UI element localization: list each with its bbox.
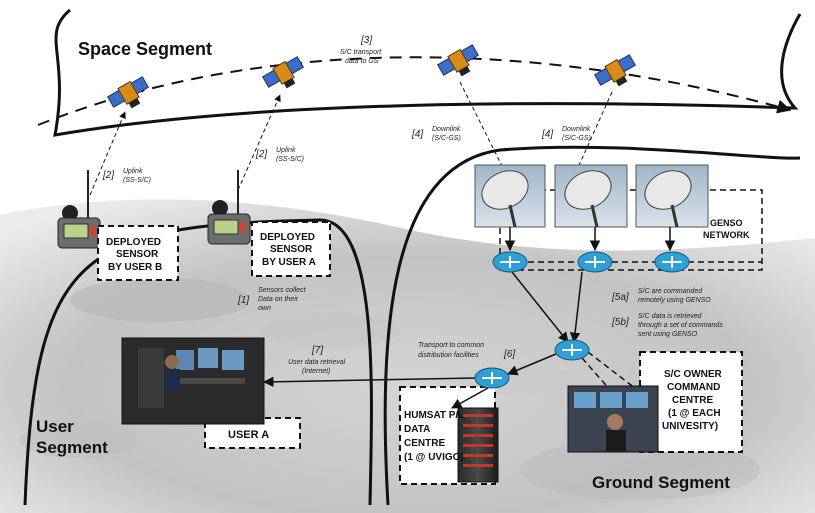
step-5a-note-line1: S/C are commanded	[638, 288, 703, 295]
humsat-label-line1: HUMSAT P/L	[404, 410, 464, 421]
step-5b-note-line1: S/C data is retrieved	[638, 313, 703, 320]
network-links	[262, 227, 676, 409]
space-segment-boundary	[53, 8, 802, 137]
humsat-label-line4: (1 @ UVIGO)	[404, 452, 464, 463]
step-6-number: [6]	[503, 349, 515, 360]
step-2a-note-line2: (SS-S/C)	[276, 156, 304, 163]
step-5b-number: [5b]	[611, 317, 629, 328]
step-7-note-line1: User data retrieval	[288, 359, 346, 366]
step-4a-number: [4]	[411, 129, 423, 140]
step-1-note-line3: own	[258, 305, 271, 312]
router-3	[654, 251, 690, 273]
step-3-note-line1: S/C transport	[340, 49, 382, 56]
network-dashed-links	[528, 261, 762, 393]
step-1-note-line1: Sensors collect	[258, 287, 307, 294]
satellite-2	[261, 56, 305, 89]
owner-label-line2: COMMAND	[667, 382, 720, 393]
sensor-a-label-line1: DEPLOYED	[260, 232, 315, 243]
step-5a-note-line2: remotely using GENSO	[638, 297, 711, 304]
step-6-note-line1: Transport to common	[418, 342, 484, 349]
step-3-number: [3]	[360, 35, 372, 46]
step-2b-note-line1: Uplink	[123, 168, 143, 175]
genso-label-line1: GENSO	[710, 218, 743, 228]
step-1-note-line2: Data on their	[258, 296, 299, 303]
dish-antenna-1	[474, 164, 546, 228]
owner-label-line3: CENTRE	[672, 395, 713, 406]
sensor-b-box	[97, 225, 179, 281]
step-7-number: [7]	[311, 345, 323, 356]
satellite-4	[593, 54, 637, 87]
downlink-arrow-2	[575, 91, 613, 173]
step-4a-note-line2: (S/C-GS)	[432, 135, 461, 142]
satellite-3	[436, 44, 480, 77]
uplink-arrow-b	[89, 111, 126, 196]
owner-command-centre-photo	[567, 385, 659, 453]
step-2a-note-line1: Uplink	[276, 147, 296, 154]
router-hub	[554, 339, 590, 361]
user-segment-title-line1: User	[36, 417, 74, 436]
space-segment-title: Space Segment	[78, 39, 212, 59]
step-4b-note-line1: Downlink	[562, 126, 591, 133]
user-segment-title-line2: Segment	[36, 438, 108, 457]
sensor-a-label-line2: SENSOR	[270, 244, 313, 255]
dish-antenna-2	[554, 164, 628, 228]
owner-label-line4: (1 @ EACH	[668, 408, 721, 419]
sensor-b-label-line2: SENSOR	[116, 249, 159, 260]
downlink-arrow-1	[459, 81, 506, 173]
satellite-1	[106, 76, 150, 109]
step-2a-number: [2]	[255, 149, 267, 160]
step-5b-note-line2: through a set of commands	[638, 322, 723, 329]
step-4b-note-line2: (S/C-GS)	[562, 135, 591, 142]
owner-label-line5: UNIVESITY)	[662, 421, 718, 432]
step-2b-note-line2: (SS-S/C)	[123, 177, 151, 184]
sensor-a-label-line3: BY USER A	[262, 257, 316, 268]
genso-label-line2: NETWORK	[703, 230, 750, 240]
humsat-label-line2: DATA	[404, 424, 430, 435]
step-6-note-line2: distribution facilities	[418, 352, 479, 359]
owner-label-line1: S/C OWNER	[664, 369, 723, 380]
step-4a-note-line1: Downlink	[432, 126, 461, 133]
step-1-number: [1]	[237, 295, 249, 306]
orbit-path	[37, 56, 792, 126]
uplink-arrow-a	[237, 94, 281, 191]
server-rack	[457, 407, 499, 483]
step-3-note-line2: data to GS	[345, 58, 379, 65]
router-distribution	[474, 367, 510, 389]
user-a-label: USER A	[228, 429, 269, 441]
humsat-label-line3: CENTRE	[404, 438, 445, 449]
step-5a-number: [5a]	[611, 292, 629, 303]
sensor-device-a	[207, 170, 251, 245]
sensor-a-box	[251, 221, 331, 277]
router-1	[492, 251, 528, 273]
user-control-room-photo	[121, 337, 265, 425]
step-5b-note-line3: sent using GENSO	[638, 331, 698, 338]
sensor-device-b	[57, 170, 101, 249]
step-7-note-line2: (Internet)	[302, 368, 330, 375]
dish-antenna-3	[635, 164, 709, 228]
router-2	[577, 251, 613, 273]
link-arrows	[89, 81, 613, 196]
genso-network-boundary	[499, 189, 763, 271]
label-box-outlines	[97, 221, 743, 485]
sensor-b-label-line3: BY USER B	[108, 262, 162, 273]
sensor-b-label-line1: DEPLOYED	[106, 237, 161, 248]
step-2b-number: [2]	[102, 170, 114, 181]
ground-segment-boundary	[383, 145, 801, 506]
ground-segment-title: Ground Segment	[592, 473, 730, 492]
step-4b-number: [4]	[541, 129, 553, 140]
